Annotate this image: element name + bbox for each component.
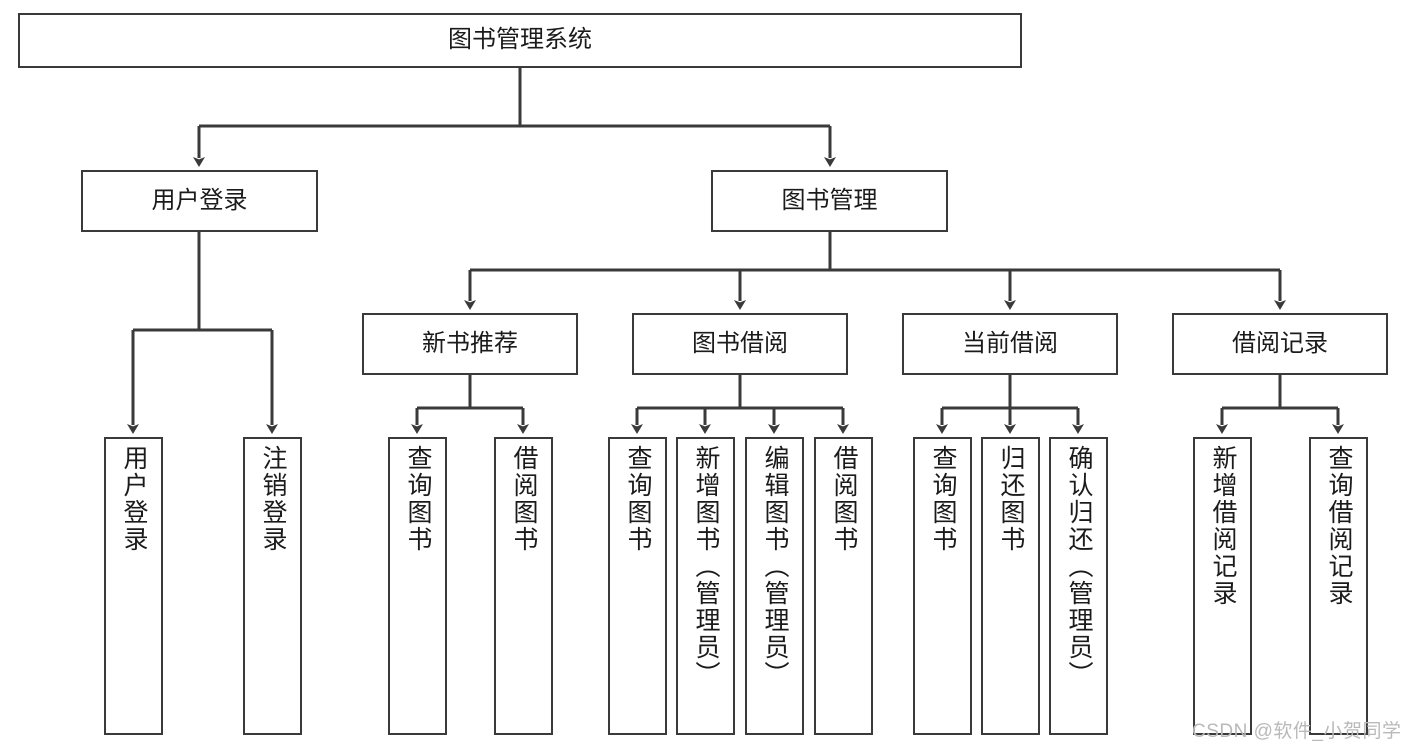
- node-leaf-edit-book-admin[interactable]: 编辑图书（管理员）: [745, 437, 804, 735]
- node-leaf-user-login[interactable]: 用户登录: [104, 437, 163, 735]
- node-root-system[interactable]: 图书管理系统: [18, 13, 1022, 68]
- node-label: 新增借阅记录: [1209, 445, 1237, 607]
- node-leaf-logout[interactable]: 注销登录: [243, 437, 302, 735]
- csdn-watermark: CSDN @软件_小贺同学: [1192, 721, 1402, 742]
- node-label: 查询借阅记录: [1325, 445, 1353, 607]
- node-label: 图书管理: [781, 186, 878, 214]
- node-label: 图书管理系统: [448, 26, 592, 54]
- node-borrow-record[interactable]: 借阅记录: [1172, 313, 1388, 375]
- node-label: 用户登录: [151, 186, 248, 214]
- node-current-borrow[interactable]: 当前借阅: [902, 313, 1118, 375]
- node-label: 新书推荐: [422, 329, 518, 357]
- node-book-management[interactable]: 图书管理: [711, 170, 948, 232]
- node-user-login[interactable]: 用户登录: [81, 170, 318, 232]
- node-label: 查询图书: [624, 445, 652, 553]
- node-label: 借阅图书: [830, 445, 858, 553]
- node-label: 编辑图书（管理员）: [761, 445, 789, 688]
- node-label: 归还图书: [997, 445, 1025, 553]
- node-leaf-query-borrow-record[interactable]: 查询借阅记录: [1309, 437, 1368, 735]
- node-leaf-query-book-recommend[interactable]: 查询图书: [388, 437, 447, 735]
- node-leaf-confirm-return-admin[interactable]: 确认归还（管理员）: [1049, 437, 1108, 735]
- node-book-borrow[interactable]: 图书借阅: [632, 313, 848, 375]
- node-label: 图书借阅: [692, 329, 788, 357]
- node-label: 新增图书（管理员）: [692, 445, 720, 688]
- node-leaf-query-book-borrow[interactable]: 查询图书: [608, 437, 667, 735]
- node-label: 查询图书: [929, 445, 957, 553]
- node-leaf-borrow-book[interactable]: 借阅图书: [814, 437, 873, 735]
- node-label: 用户登录: [120, 445, 148, 553]
- node-label: 借阅记录: [1232, 329, 1328, 357]
- node-leaf-add-book-admin[interactable]: 新增图书（管理员）: [676, 437, 735, 735]
- node-leaf-add-borrow-record[interactable]: 新增借阅记录: [1193, 437, 1252, 735]
- node-new-book-recommend[interactable]: 新书推荐: [362, 313, 578, 375]
- node-label: 查询图书: [404, 445, 432, 553]
- node-leaf-return-book[interactable]: 归还图书: [981, 437, 1040, 735]
- node-label: 确认归还（管理员）: [1065, 445, 1093, 688]
- node-label: 当前借阅: [962, 329, 1058, 357]
- node-leaf-query-book-current[interactable]: 查询图书: [913, 437, 972, 735]
- node-label: 注销登录: [259, 445, 287, 553]
- node-leaf-borrow-book-recommend[interactable]: 借阅图书: [494, 437, 553, 735]
- node-label: 借阅图书: [510, 445, 538, 553]
